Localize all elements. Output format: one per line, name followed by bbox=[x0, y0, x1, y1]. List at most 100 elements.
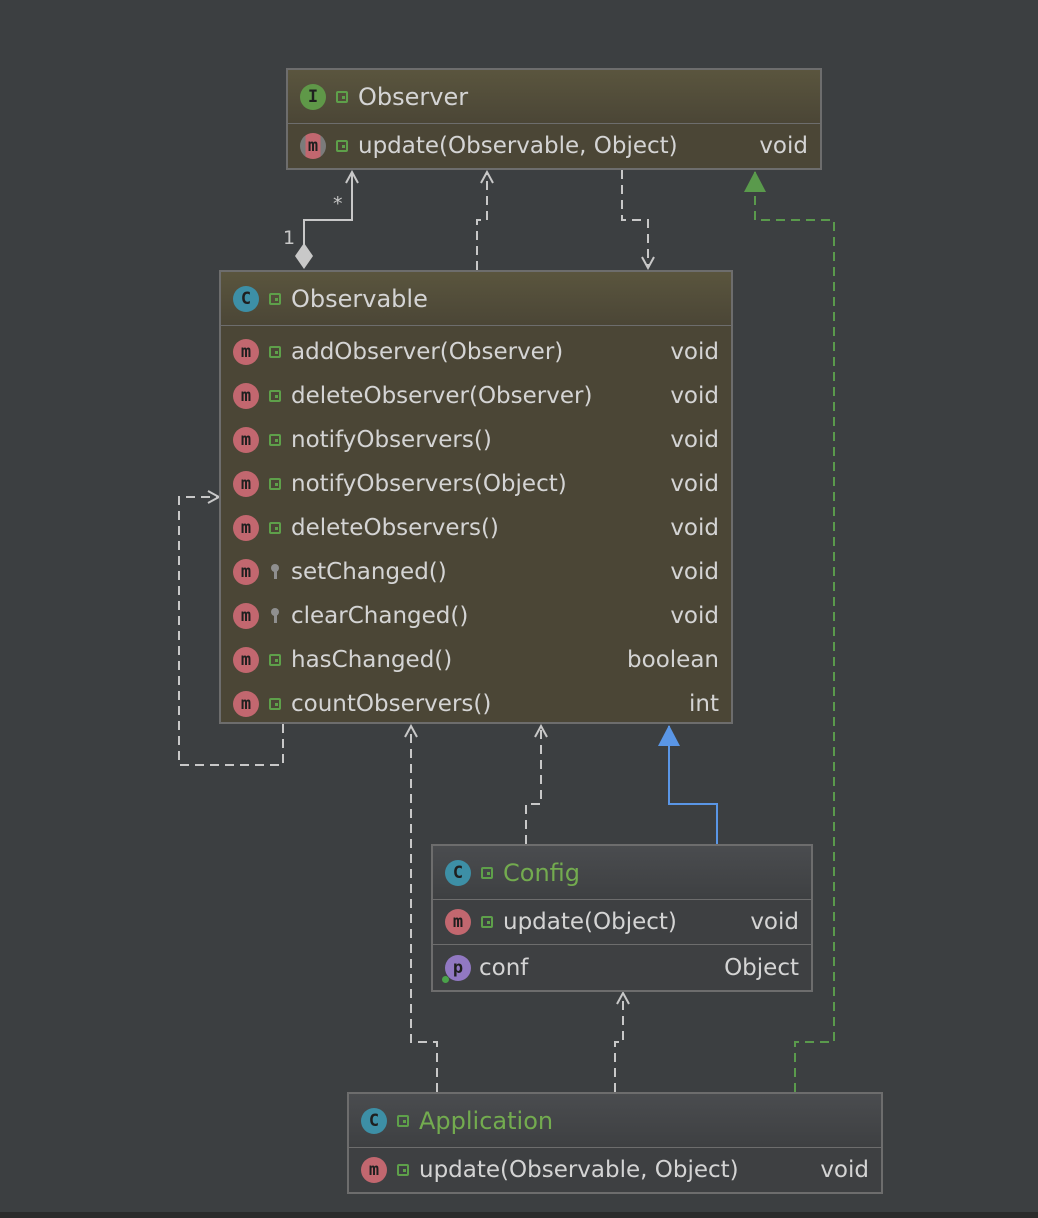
method-return-type: void bbox=[750, 909, 799, 935]
method-icon: m bbox=[233, 691, 259, 717]
method-icon: m bbox=[233, 515, 259, 541]
class-config[interactable]: C Config m update(Object) void p conf Ob… bbox=[431, 844, 813, 992]
method-name: setChanged() bbox=[291, 559, 447, 585]
public-lock-icon bbox=[481, 916, 493, 928]
class-observable[interactable]: C Observable m addObserver(Observer) voi… bbox=[219, 270, 733, 724]
method-icon: m bbox=[233, 427, 259, 453]
public-lock-icon bbox=[336, 90, 348, 103]
method-name: deleteObservers() bbox=[291, 515, 499, 541]
method-icon: m bbox=[233, 471, 259, 497]
class-icon: C bbox=[361, 1107, 387, 1134]
method-icon: m bbox=[233, 339, 259, 365]
method-icon: m bbox=[445, 909, 471, 935]
method-row[interactable]: m update(Observable, Object) void bbox=[349, 1148, 881, 1192]
method-icon: m bbox=[361, 1157, 387, 1183]
edge-dependency-application-config bbox=[614, 993, 623, 1092]
public-lock-icon bbox=[269, 478, 281, 490]
class-observer[interactable]: I Observer m update(Observable, Object) … bbox=[286, 68, 822, 170]
method-return-type: void bbox=[670, 427, 719, 453]
public-lock-icon bbox=[336, 140, 348, 152]
edge-composition-observable-observer bbox=[303, 172, 352, 245]
method-row[interactable]: m clearChanged() void bbox=[221, 594, 731, 638]
method-name: update(Object) bbox=[503, 909, 677, 935]
method-name: update(Observable, Object) bbox=[358, 133, 678, 159]
method-return-type: void bbox=[670, 471, 719, 497]
edge-dependency-config-observable bbox=[525, 726, 541, 844]
public-lock-icon bbox=[269, 522, 281, 534]
edge-self-dependency-observable bbox=[178, 497, 284, 766]
method-icon: m bbox=[233, 647, 259, 673]
method-row[interactable]: m update(Observable, Object) void bbox=[288, 124, 820, 168]
class-icon: C bbox=[233, 285, 259, 312]
multiplicity-target-label: * bbox=[333, 193, 343, 215]
method-name: countObservers() bbox=[291, 691, 492, 717]
class-title: Config bbox=[503, 858, 581, 887]
class-title: Application bbox=[419, 1106, 554, 1135]
method-icon: m bbox=[233, 603, 259, 629]
method-name: hasChanged() bbox=[291, 647, 453, 673]
method-row[interactable]: m setChanged() void bbox=[221, 550, 731, 594]
class-title: Observable bbox=[291, 284, 428, 313]
field-row[interactable]: p conf Object bbox=[433, 944, 811, 991]
application-header[interactable]: C Application bbox=[349, 1094, 881, 1148]
multiplicity-source-label: 1 bbox=[283, 227, 295, 249]
observable-header[interactable]: C Observable bbox=[221, 272, 731, 326]
field-dot bbox=[442, 976, 449, 983]
field-name: conf bbox=[479, 955, 529, 981]
public-lock-icon bbox=[481, 866, 493, 879]
method-row[interactable]: m countObservers() int bbox=[221, 682, 731, 726]
property-icon: p bbox=[442, 955, 471, 983]
edge-generalization-config-observable bbox=[658, 725, 718, 844]
method-return-type: void bbox=[670, 515, 719, 541]
class-icon: C bbox=[445, 859, 471, 886]
method-row[interactable]: m hasChanged() boolean bbox=[221, 638, 731, 682]
method-name: update(Observable, Object) bbox=[419, 1157, 739, 1183]
public-lock-icon bbox=[269, 434, 281, 446]
method-return-type: void bbox=[670, 339, 719, 365]
method-name: clearChanged() bbox=[291, 603, 469, 629]
protected-key-icon bbox=[269, 564, 281, 580]
edge-realization-application-observer bbox=[744, 171, 835, 1092]
method-row[interactable]: m addObserver(Observer) void bbox=[221, 330, 731, 374]
bottom-strip bbox=[0, 1212, 1038, 1218]
method-icon: m bbox=[233, 383, 259, 409]
public-lock-icon bbox=[269, 698, 281, 710]
method-return-type: void bbox=[670, 383, 719, 409]
method-return-type: void bbox=[670, 603, 719, 629]
method-return-type: boolean bbox=[627, 647, 719, 673]
public-lock-icon bbox=[397, 1114, 409, 1127]
method-row[interactable]: m notifyObservers() void bbox=[221, 418, 731, 462]
public-lock-icon bbox=[269, 654, 281, 666]
field-type: Object bbox=[724, 955, 799, 981]
property-letter: p bbox=[452, 958, 464, 978]
method-return-type: void bbox=[759, 133, 808, 159]
observer-header[interactable]: I Observer bbox=[288, 70, 820, 124]
method-return-type: int bbox=[689, 691, 719, 717]
composition-diamond bbox=[295, 243, 313, 269]
interface-icon: I bbox=[300, 83, 326, 110]
protected-key-icon bbox=[269, 608, 281, 624]
edge-dependency-application-observable bbox=[411, 726, 438, 1092]
public-lock-icon bbox=[397, 1164, 409, 1176]
method-row[interactable]: m deleteObservers() void bbox=[221, 506, 731, 550]
method-name: addObserver(Observer) bbox=[291, 339, 564, 365]
method-name: deleteObserver(Observer) bbox=[291, 383, 593, 409]
public-lock-icon bbox=[269, 390, 281, 402]
method-return-type: void bbox=[670, 559, 719, 585]
config-header[interactable]: C Config bbox=[433, 846, 811, 900]
abstract-method-icon: m bbox=[300, 133, 326, 159]
method-row[interactable]: m notifyObservers(Object) void bbox=[221, 462, 731, 506]
method-name: notifyObservers(Object) bbox=[291, 471, 567, 497]
method-return-type: void bbox=[820, 1157, 869, 1183]
public-lock-icon bbox=[269, 346, 281, 358]
class-application[interactable]: C Application m update(Observable, Objec… bbox=[347, 1092, 883, 1194]
edge-dependency-observable-observer bbox=[476, 172, 487, 270]
class-title: Observer bbox=[358, 82, 469, 111]
method-name: notifyObservers() bbox=[291, 427, 492, 453]
edge-dependency-observer-observable bbox=[621, 170, 648, 268]
method-row[interactable]: m update(Object) void bbox=[433, 900, 811, 944]
public-lock-icon bbox=[269, 292, 281, 305]
method-icon: m bbox=[233, 559, 259, 585]
method-row[interactable]: m deleteObserver(Observer) void bbox=[221, 374, 731, 418]
